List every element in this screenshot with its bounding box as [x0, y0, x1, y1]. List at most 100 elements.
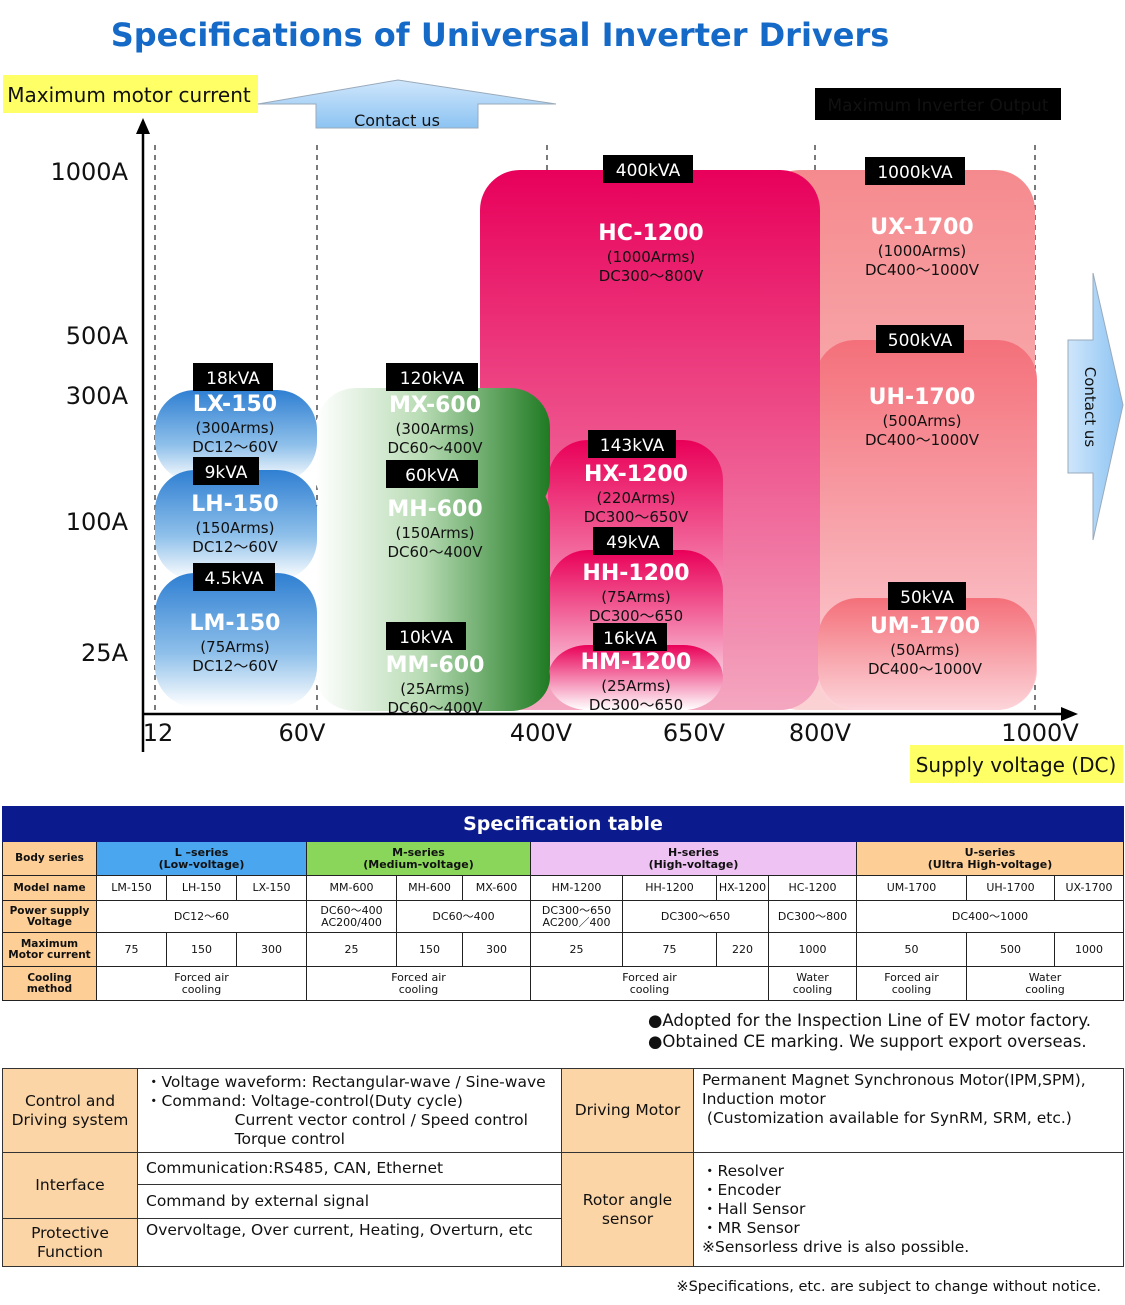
voltage-range-label: DC400～1000V — [868, 660, 983, 678]
model-label: HC-1200 — [598, 221, 703, 246]
footnote: ※Specifications, etc. are subject to cha… — [676, 1279, 1101, 1295]
product-box-mm-600 — [316, 643, 550, 711]
arms-label: (1000Arms) — [607, 248, 695, 266]
voltage-range-label: DC60～400V — [387, 699, 483, 717]
model-label: MM-600 — [386, 653, 485, 678]
product-box-um-1700 — [818, 598, 1036, 710]
voltage-range-label: DC60～400V — [387, 439, 483, 457]
current-cell: 500 — [966, 932, 1055, 967]
interface-label: Interface — [2, 1152, 138, 1219]
kva-label: 143kVA — [600, 436, 665, 456]
y-tick-100A: 100A — [66, 508, 129, 536]
power-cell: DC12～60 — [96, 900, 307, 933]
model-cell: LH-150 — [166, 875, 237, 901]
model-cell: HC-1200 — [768, 875, 857, 901]
contact-right-arrow[interactable]: Contact us — [1067, 272, 1124, 541]
series-l: L –series (Low-voltage) — [96, 841, 307, 876]
current-cell: 1000 — [1054, 932, 1124, 967]
power-cell: DC300～650 AC200／400 — [530, 900, 623, 933]
motor-text: Permanent Magnet Synchronous Motor(IPM,S… — [693, 1068, 1124, 1153]
voltage-range-label: DC300～650 — [589, 607, 683, 625]
model-label: MX-600 — [389, 393, 481, 418]
kva-label: 49kVA — [606, 533, 660, 553]
kva-badge — [588, 430, 676, 458]
series-m: M-series (Medium-voltage) — [306, 841, 531, 876]
cooling-cell: Water cooling — [768, 966, 857, 1001]
kva-badge — [888, 582, 966, 610]
x-axis-label: Supply voltage (DC) — [916, 753, 1117, 777]
arms-label: (50Arms) — [890, 641, 959, 659]
product-area — [155, 470, 317, 580]
current-cell: 25 — [306, 932, 397, 967]
y-axis-label: Maximum motor current — [7, 83, 251, 107]
product-area — [155, 573, 317, 707]
kva-badge — [593, 623, 667, 651]
label-model-name: Model name — [2, 875, 97, 901]
arms-label: (25Arms) — [601, 677, 670, 695]
notes: ●Adopted for the Inspection Line of EV m… — [648, 1010, 1091, 1052]
x-tick-1000V: 1000V — [1001, 719, 1079, 747]
label-max-current: Maximum Motor current — [2, 932, 97, 967]
note-line: ●Adopted for the Inspection Line of EV m… — [648, 1011, 1091, 1030]
axes — [136, 118, 1078, 752]
product-box-lh-150 — [155, 470, 317, 580]
kva-label: 500kVA — [888, 331, 953, 351]
voltage-range-label: DC300～800V — [599, 267, 704, 285]
y-tick-labels: 1000A 500A 300A 100A 25A — [51, 158, 129, 667]
kva-label: 1000kVA — [877, 163, 953, 183]
arms-label: (300Arms) — [196, 419, 275, 437]
power-cell: DC60～400 AC200/400 — [306, 900, 397, 933]
label-body-series: Body series — [2, 841, 97, 876]
note-line: ●Obtained CE marking. We support export … — [648, 1032, 1087, 1051]
current-cell: 300 — [236, 932, 307, 967]
arms-label: (150Arms) — [396, 524, 475, 542]
arms-label: (25Arms) — [400, 680, 469, 698]
kva-label: 16kVA — [603, 629, 657, 649]
kva-badge — [386, 622, 466, 650]
model-label: UM-1700 — [870, 614, 980, 639]
arms-label: (75Arms) — [200, 638, 269, 656]
power-cell: DC300～650 — [622, 900, 769, 933]
voltage-range-label: DC12～60V — [192, 538, 278, 556]
contact-up-arrow[interactable]: Contact us — [257, 79, 557, 130]
arms-label: (75Arms) — [601, 588, 670, 606]
kva-label: 60kVA — [405, 466, 459, 486]
x-tick-60V: 60V — [279, 719, 327, 747]
ylabel-box — [3, 75, 258, 113]
x-tick-labels: 12 60V 400V 650V 800V 1000V — [143, 719, 1080, 747]
model-label: HX-1200 — [584, 462, 688, 487]
model-label: LX-150 — [193, 392, 277, 417]
voltage-range-label: DC400～1000V — [865, 261, 980, 279]
product-labels-hh-1200: 49kVA HH-1200 (75Arms)DC300～650 — [582, 527, 690, 625]
kva-label: 120kVA — [400, 369, 465, 389]
kva-label: 9kVA — [205, 463, 248, 483]
model-label: HH-1200 — [582, 561, 689, 586]
x-tick-650V: 650V — [663, 719, 726, 747]
x-tick-800V: 800V — [789, 719, 852, 747]
kva-badge — [603, 155, 693, 183]
model-label: MH-600 — [387, 497, 482, 522]
current-cell: 150 — [166, 932, 237, 967]
product-box-hm-1200 — [548, 645, 723, 710]
spec-table: Specification table Body series L –serie… — [2, 806, 1124, 1001]
y-tick-25A: 25A — [81, 639, 129, 667]
product-area — [316, 643, 550, 711]
xlabel-box — [910, 745, 1123, 783]
model-cell: MM-600 — [306, 875, 397, 901]
model-cell: LX-150 — [236, 875, 307, 901]
arms-label: (220Arms) — [597, 489, 676, 507]
inverter-chart: Specifications of Universal Inverter Dri… — [3, 16, 1124, 783]
product-box-lm-150 — [155, 573, 317, 707]
cooling-cell: Forced air cooling — [96, 966, 307, 1001]
model-label: UX-1700 — [870, 215, 973, 240]
voltage-range-label: DC300～650 — [589, 696, 683, 714]
product-boxes: 1000kVA UX-1700 (1000Arms) DC400～1000V 500kV… — [155, 155, 1037, 717]
rotor-label: Rotor angle sensor — [561, 1152, 694, 1267]
